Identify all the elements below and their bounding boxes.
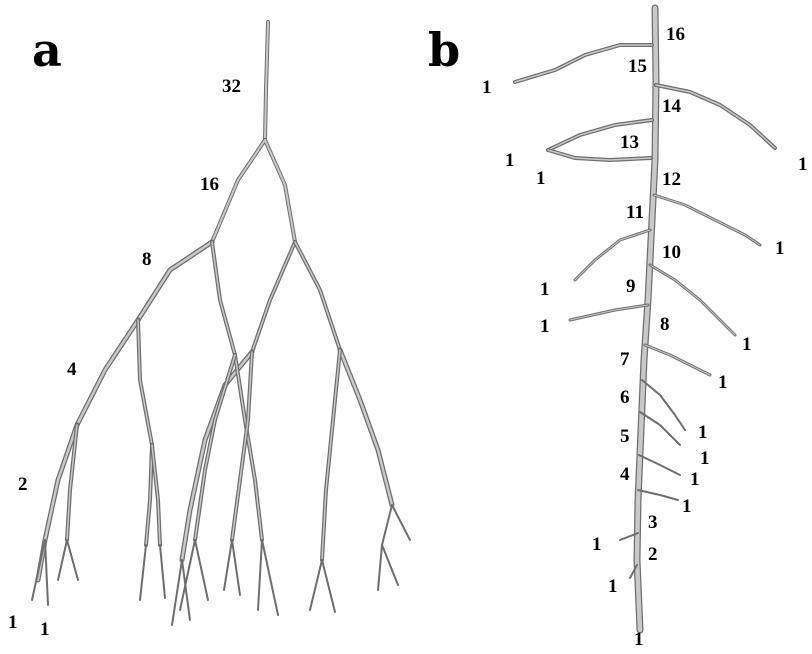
panel-b-axis-6: 6 — [620, 387, 630, 408]
panel-b-tip-label: 1 — [592, 534, 602, 555]
panel-b-tip-label: 1 — [540, 279, 550, 300]
panel-b-tip-label: 1 — [742, 334, 752, 355]
panel-b-axis-15: 15 — [628, 56, 647, 77]
panel-b-axis-9: 9 — [626, 276, 636, 297]
panel-b-branches — [515, 8, 775, 630]
panel-b-axis-13: 13 — [620, 132, 639, 153]
panel-a-label: a — [32, 23, 62, 77]
panel-b-tip-label: 1 — [682, 496, 692, 517]
panel-b-tip-label: 1 — [798, 154, 808, 175]
panel-b-tip-label: 1 — [698, 422, 708, 443]
panel-a-order-16: 16 — [200, 174, 219, 195]
panel-b-axis-11: 11 — [626, 202, 644, 223]
panel-b-tip-label: 1 — [505, 150, 515, 171]
panel-b-tip-label: 1 — [482, 77, 492, 98]
panel-a-order-4: 4 — [67, 359, 77, 380]
panel-b-tip-label: 1 — [540, 316, 550, 337]
panel-b-axis-2: 2 — [648, 544, 658, 565]
panel-a-order-8: 8 — [142, 249, 152, 270]
panel-a-branches — [32, 22, 410, 625]
panel-b-axis-5: 5 — [620, 426, 630, 447]
panel-b-axis-10: 10 — [662, 242, 681, 263]
panel-a-order-32: 32 — [222, 76, 241, 97]
panel-b-tip-label: 1 — [536, 168, 546, 189]
panel-b-axis-12: 12 — [662, 169, 681, 190]
panel-b: b 16 15 14 13 12 11 10 9 8 7 6 5 4 3 2 1… — [428, 8, 808, 650]
panel-a-tip-right: 1 — [40, 619, 50, 640]
panel-b-axis-7: 7 — [620, 349, 630, 370]
panel-b-tip-label: 1 — [608, 576, 618, 597]
panel-b-axis-1: 1 — [634, 629, 644, 650]
panel-b-label: b — [428, 23, 460, 77]
panel-b-tip-label: 1 — [700, 448, 710, 469]
panel-b-tip-label: 1 — [775, 238, 785, 259]
panel-b-tip-label: 1 — [690, 469, 700, 490]
panel-b-axis-16: 16 — [666, 24, 685, 45]
panel-a-order-2: 2 — [18, 474, 28, 495]
panel-b-axis-8: 8 — [660, 314, 670, 335]
panel-b-axis-3: 3 — [648, 512, 658, 533]
panel-b-axis-4: 4 — [620, 464, 630, 485]
panel-b-axis-14: 14 — [662, 96, 682, 117]
panel-a-tip-left: 1 — [8, 612, 18, 633]
panel-a: a 32 16 8 4 2 1 1 — [8, 22, 410, 640]
panel-b-tip-label: 1 — [718, 372, 728, 393]
